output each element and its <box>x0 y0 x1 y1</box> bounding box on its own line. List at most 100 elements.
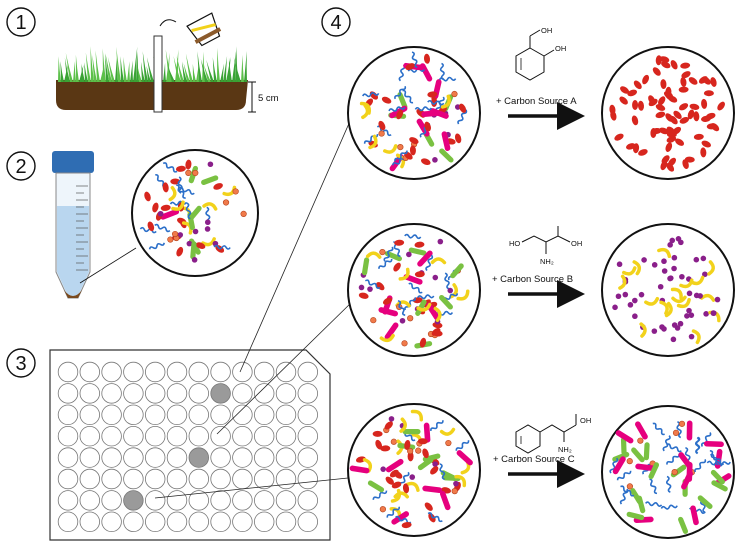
microbe-red <box>678 86 689 93</box>
microbe-green <box>711 480 728 492</box>
microbe-orange <box>401 340 408 347</box>
microbe-blue <box>649 478 658 495</box>
microbe-green <box>201 175 219 185</box>
enriched-community-c <box>601 405 735 539</box>
plate-well <box>210 490 231 511</box>
microbe-green <box>190 241 197 260</box>
plate-well <box>79 447 101 468</box>
microbe-orange <box>626 458 633 465</box>
microbe-red <box>176 246 184 257</box>
selected-well <box>210 383 231 404</box>
microbe-blue <box>394 150 408 162</box>
plate-well <box>210 511 231 533</box>
plate-well <box>210 447 231 468</box>
microbe-yellow <box>440 94 451 109</box>
microbe-red <box>705 112 716 120</box>
grass-blade <box>107 56 115 82</box>
microbe-yellow <box>639 322 647 338</box>
microbe-yellow <box>368 134 378 150</box>
microbe-green <box>710 469 725 485</box>
microbe-magenta <box>690 505 699 526</box>
microbe-yellow <box>456 289 470 301</box>
microbe-red <box>698 76 708 84</box>
grass-blade <box>223 56 228 82</box>
microbe-orange <box>678 420 686 427</box>
microbe-red <box>700 147 707 158</box>
microbe-red <box>710 77 717 87</box>
microbe-orange <box>222 199 230 206</box>
grass-blade <box>146 65 151 82</box>
microbe-yellow <box>691 329 701 345</box>
microbe-purple <box>702 271 708 278</box>
carbon-source-b-label: + Carbon Source B <box>492 274 573 285</box>
microbe-green <box>697 495 713 509</box>
microbe-yellow <box>671 295 687 304</box>
microbe-purple <box>192 228 199 235</box>
grass-blade <box>163 62 166 82</box>
microbe-blue <box>439 62 445 81</box>
microbe-green <box>417 457 434 471</box>
microbe-purple <box>710 310 717 316</box>
microbe-red <box>414 241 425 248</box>
microbe-red <box>459 103 467 113</box>
microbe-green <box>402 429 421 435</box>
grass-blade <box>183 63 190 82</box>
microbe-red <box>409 145 416 156</box>
plate-well <box>123 404 144 426</box>
reaction-row-c: OH NH₂ + Carbon Source C <box>493 414 591 488</box>
microbe-red <box>609 104 616 115</box>
grass-blade <box>120 56 124 82</box>
microbe-red <box>717 101 725 111</box>
plate-well <box>232 511 253 533</box>
microbe-purple <box>207 161 214 168</box>
grass-blade <box>85 52 91 82</box>
microbe-red <box>414 271 425 278</box>
microbe-purple <box>651 262 658 268</box>
plate-well <box>275 511 297 533</box>
soil-core-tube <box>153 35 163 113</box>
microbe-red <box>673 110 682 119</box>
microbe-red <box>667 95 678 103</box>
plate-well <box>123 511 144 533</box>
microbe-yellow <box>679 278 694 289</box>
microbe-yellow <box>659 300 669 316</box>
grass-blade <box>64 57 70 82</box>
microbe-orange <box>370 317 377 324</box>
microbe-orange <box>671 469 678 476</box>
microbe-red <box>454 133 462 144</box>
microbe-red <box>358 292 369 299</box>
microbe-purple <box>157 210 164 217</box>
reaction-row-a: OH OH + Carbon Source A <box>496 26 585 130</box>
microbe-yellow <box>383 144 398 154</box>
microbe-blue <box>414 106 433 112</box>
microbe-purple <box>714 296 721 303</box>
microbe-magenta <box>417 250 433 267</box>
pouring-cup-icon <box>186 12 222 47</box>
plate-well <box>144 447 166 468</box>
selected-well <box>123 490 144 511</box>
microbe-red <box>638 149 648 156</box>
plate-well <box>210 468 231 490</box>
microbe-purple <box>667 275 673 282</box>
microbe-green <box>643 442 650 461</box>
microbe-blue <box>455 440 470 451</box>
plate-well <box>101 490 122 511</box>
selected-well <box>188 447 210 468</box>
microbe-red <box>384 421 393 430</box>
microbe-red <box>678 103 689 111</box>
plate-well <box>79 426 101 447</box>
microbe-purple <box>651 328 658 334</box>
microbe-yellow <box>430 257 447 265</box>
grass-blade <box>226 56 231 82</box>
plate-well <box>79 383 101 404</box>
plate-well <box>188 426 210 447</box>
grass-blade <box>140 61 145 82</box>
microbe-magenta <box>423 422 431 443</box>
well-community-circle-a <box>347 46 481 180</box>
microbe-red <box>619 96 628 105</box>
microbe-green <box>439 294 453 310</box>
plate-well <box>166 426 188 447</box>
microbe-red <box>396 109 404 120</box>
microbe-magenta <box>378 307 398 317</box>
chem-label: NH₂ <box>558 445 572 454</box>
